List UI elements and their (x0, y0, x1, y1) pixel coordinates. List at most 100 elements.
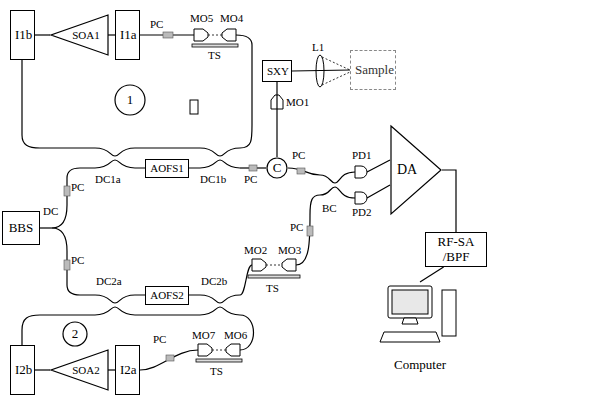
node-text: Sample (355, 63, 391, 77)
optical-fiber (22, 315, 95, 345)
triangle-outline (51, 350, 108, 390)
node-text: SOA1 (72, 29, 100, 41)
source-box: BBS (2, 211, 40, 245)
optical-fiber (40, 227, 52, 228)
optical-fiber (140, 350, 198, 370)
photodetector (355, 192, 367, 204)
small-component (190, 100, 198, 114)
amplifier-triangle: SOA2 (50, 349, 108, 391)
scanner-box: SXY (262, 60, 292, 82)
node-text: AOFS1 (150, 162, 184, 174)
component-label: PD2 (352, 207, 372, 218)
polarization-controller (64, 260, 70, 270)
photodetector (355, 166, 367, 204)
component-label: DC1a (95, 174, 121, 185)
microscope-objective (282, 259, 296, 271)
component-label: MO6 (224, 330, 247, 341)
polarization-controller (64, 186, 70, 196)
computer-icon (380, 286, 456, 342)
circle-outline (115, 85, 145, 115)
component-label: PC (71, 182, 84, 193)
microscope-objective (194, 29, 208, 41)
connector-line (108, 34, 115, 35)
component-label: PC (71, 255, 84, 266)
node-text: Computer (394, 358, 446, 372)
node-text: RF-SA /BPF (430, 235, 482, 264)
component-label: DC2b (201, 276, 227, 287)
computer-icon (402, 318, 418, 324)
component-label: TS (210, 366, 223, 377)
connector-line (292, 70, 350, 71)
polarization-controller (307, 226, 313, 236)
translation-stage (192, 44, 300, 362)
photodetector (355, 166, 367, 178)
connector-line (108, 369, 115, 370)
node-text: I2a (120, 363, 135, 377)
node-text: I1b (15, 28, 30, 42)
optical-fiber (22, 35, 390, 370)
free-space-beam (208, 35, 350, 350)
optical-fiber (240, 265, 252, 295)
optical-fiber (367, 160, 390, 198)
isolator-box: I1a (115, 10, 140, 60)
connector-line (442, 170, 456, 232)
connector-line (35, 34, 50, 35)
optical-fiber (95, 307, 135, 315)
microscope-objective (194, 29, 296, 356)
sample-box: Sample (350, 50, 396, 90)
component-label: MO2 (244, 245, 267, 256)
component-label: TS (266, 283, 279, 294)
triangle-outline (391, 126, 441, 214)
optical-fiber (200, 307, 240, 315)
component-label: DC1b (200, 174, 226, 185)
optical-fiber (95, 295, 135, 303)
polarization-controller (166, 355, 174, 361)
analyzer-box: RF-SA /BPF (425, 232, 487, 267)
isolator-box: I2b (10, 345, 35, 395)
optical-fiber (135, 314, 200, 315)
node-text: AOFS2 (150, 289, 184, 301)
component-label: PC (153, 334, 166, 345)
node-text: I1a (120, 28, 135, 42)
component-label: MO5 (190, 13, 213, 24)
component-label: MO7 (192, 330, 215, 341)
microscope-objective (226, 344, 240, 356)
circulator-circle: C (266, 157, 288, 179)
component-label: MO1 (286, 97, 309, 108)
computer-icon (388, 286, 432, 318)
small-component (190, 100, 198, 114)
component-label: PD1 (352, 150, 372, 161)
free-space-beam (266, 265, 282, 266)
computer-icon (392, 290, 428, 314)
component-label: PC (244, 174, 257, 185)
component-label: L1 (312, 42, 324, 53)
node-text: SOA2 (72, 364, 100, 376)
optical-fiber (288, 168, 320, 175)
component-label: DC2a (96, 276, 122, 287)
isolator-box: I2a (115, 345, 140, 395)
optical-fiber (200, 160, 240, 168)
computer-node: Computer (380, 282, 460, 374)
component-label: PC (150, 19, 163, 30)
loop-circle: 1 (114, 84, 146, 116)
component-label: PC (290, 222, 303, 233)
optical-fiber (52, 228, 95, 295)
optical-fiber (22, 60, 95, 148)
free-space-beam (212, 350, 226, 351)
microscope-objective (198, 344, 212, 356)
amplifier-triangle: DA (390, 125, 442, 215)
component-label: DC (43, 206, 58, 217)
node-text: C (273, 161, 282, 175)
optical-fiber (52, 168, 95, 228)
shifter-box: AOFS2 (145, 286, 189, 305)
isolator-box: I1b (10, 10, 35, 60)
free-space-beam (208, 35, 222, 36)
polarization-controller (163, 32, 173, 38)
shifter-box: AOFS1 (145, 159, 189, 178)
computer-icon (380, 332, 440, 342)
loop-circle: 2 (62, 321, 88, 347)
optical-fiber (200, 295, 240, 303)
